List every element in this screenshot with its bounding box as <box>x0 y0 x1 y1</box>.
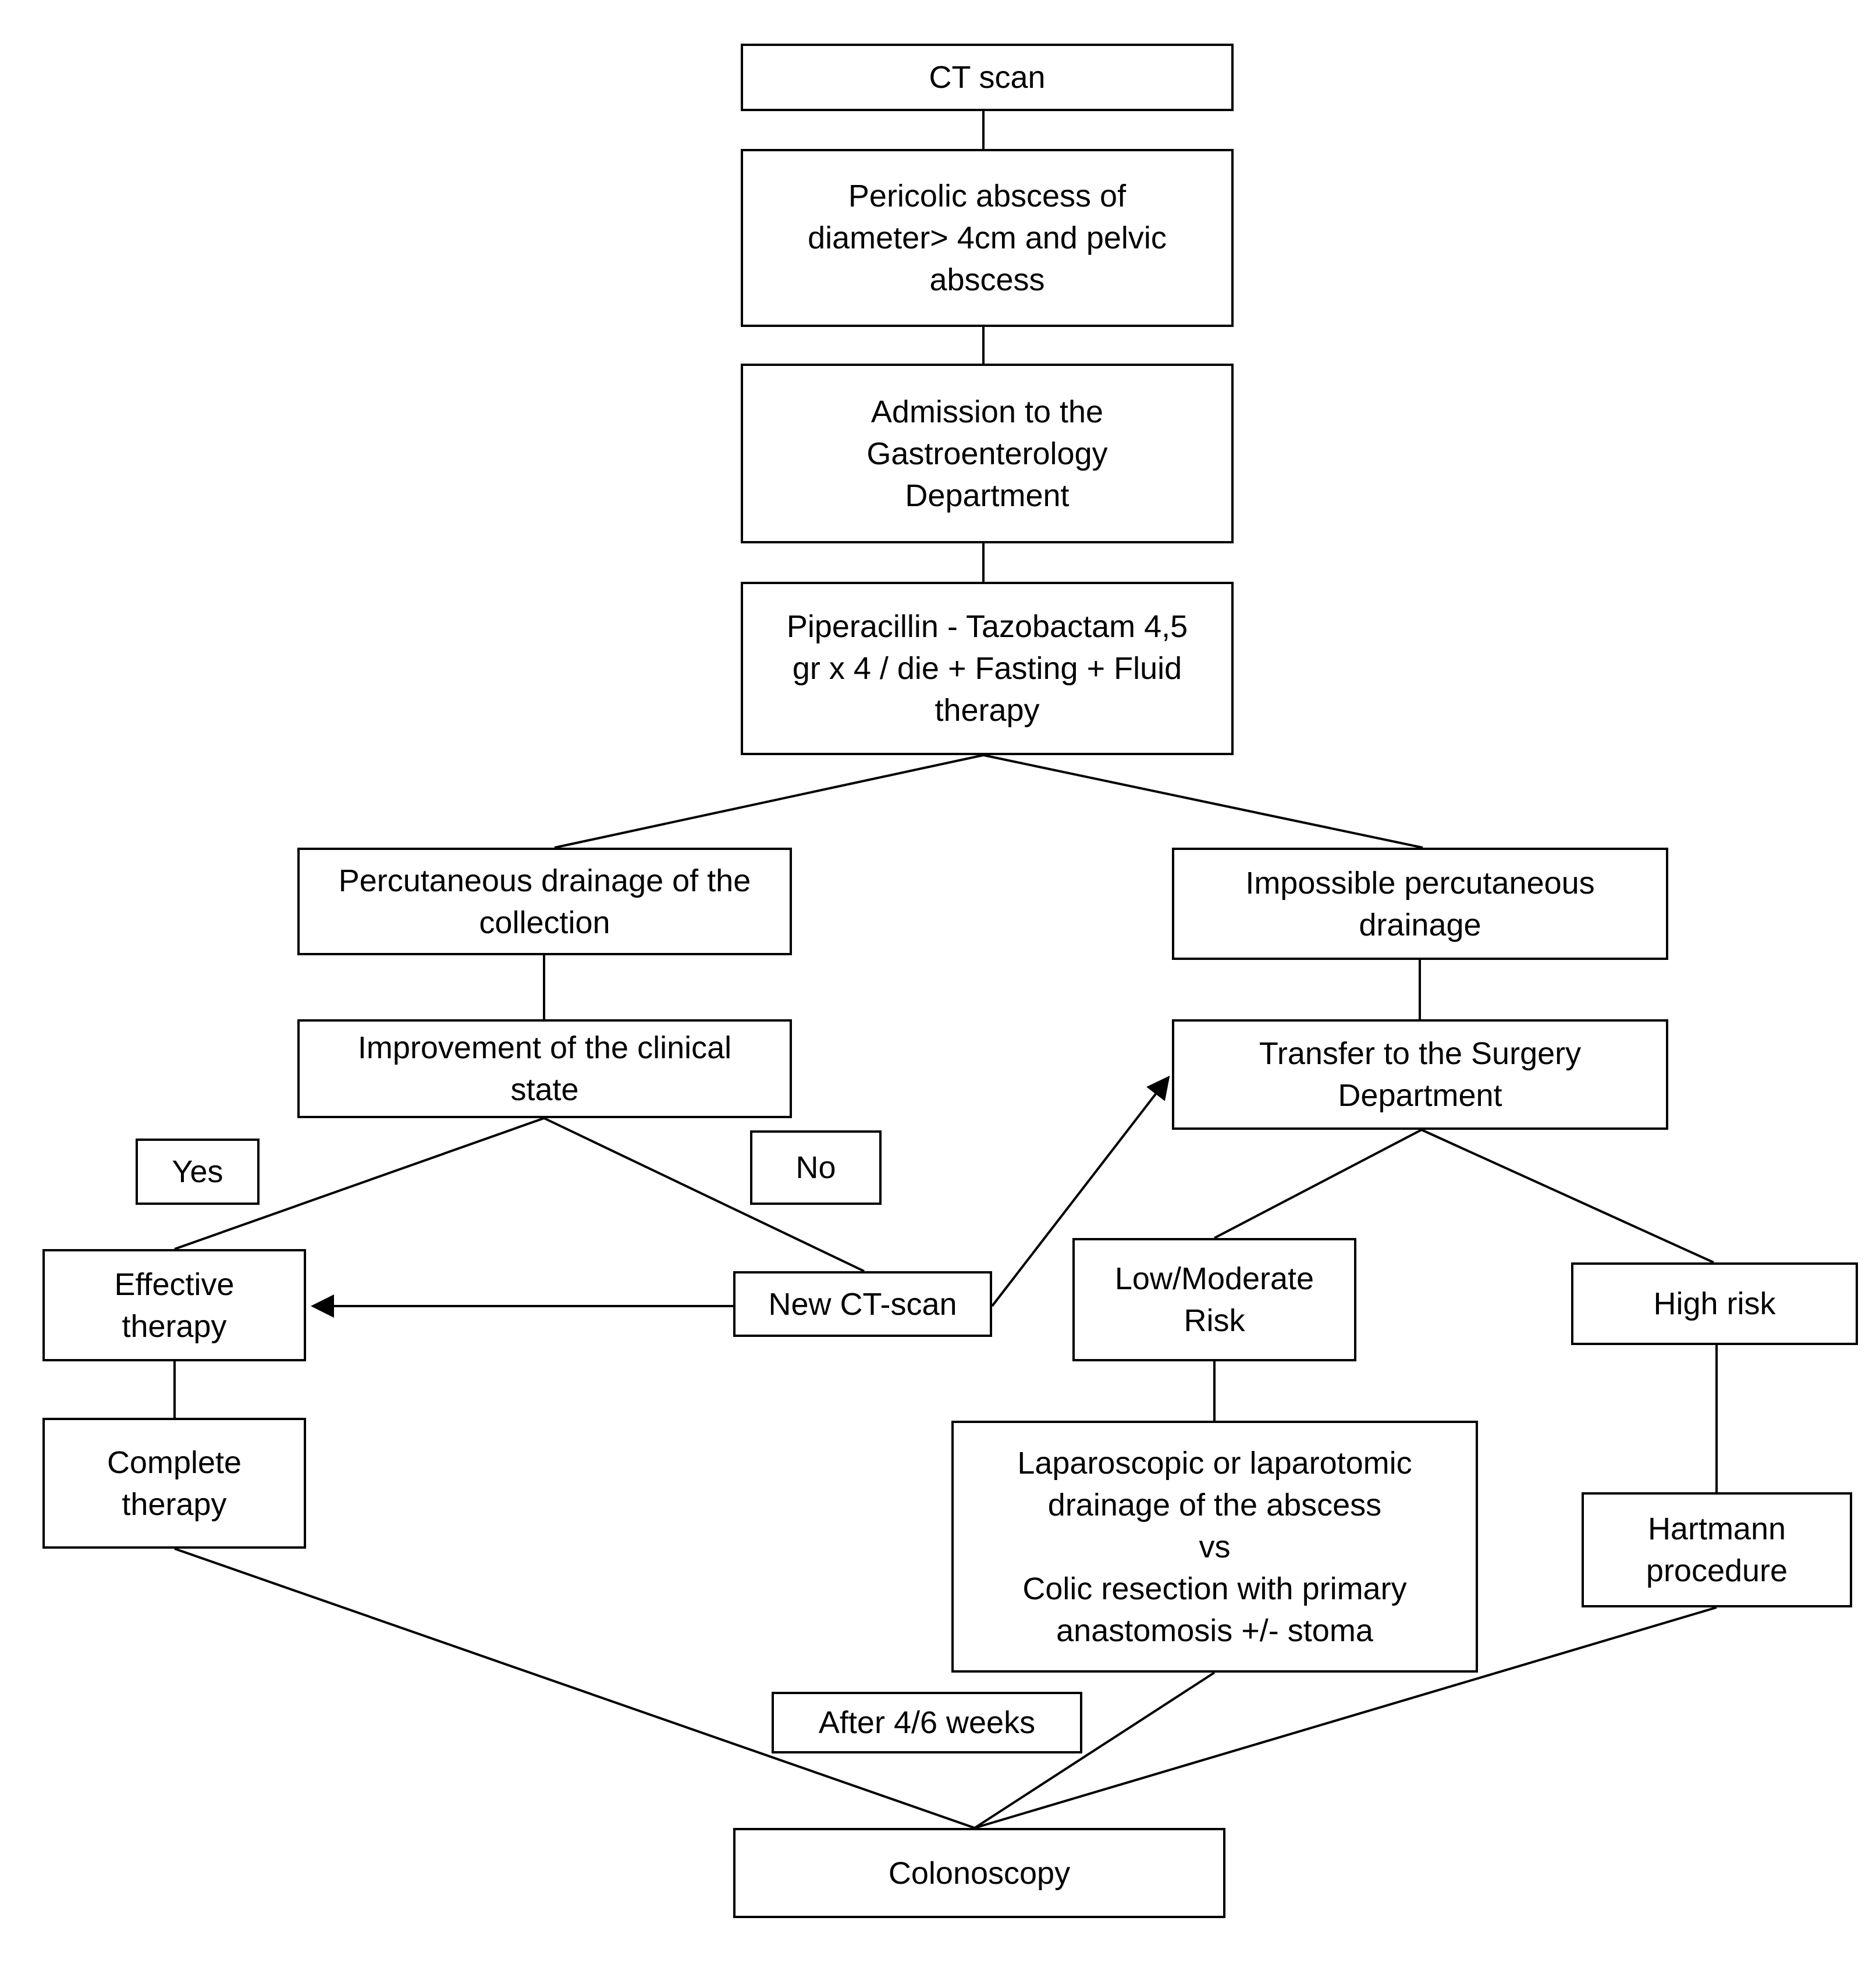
connector-laparoscopic-colonoscopy <box>973 1671 1216 1829</box>
laparoscopic-drainage-box: Laparoscopic or laparotomic drainage of … <box>951 1421 1478 1673</box>
admission-label: Admission to the Gastroenterology Depart… <box>866 394 1108 513</box>
connector-hartmann-colonoscopy <box>974 1606 1717 1829</box>
impossible-drainage-box: Impossible percutaneous drainage <box>1172 848 1668 960</box>
complete-therapy-label: Complete therapy <box>106 1445 242 1522</box>
connector-complete-colonoscopy <box>174 1548 975 1829</box>
effective-therapy-label: Effective therapy <box>114 1267 234 1344</box>
colonoscopy-box: Colonoscopy <box>733 1828 1225 1918</box>
no-label: No <box>795 1150 836 1185</box>
admission-box: Admission to the Gastroenterology Depart… <box>741 364 1234 543</box>
hartmann-procedure-box: Hartmann procedure <box>1582 1492 1852 1607</box>
percutaneous-drainage-label: Percutaneous drainage of the collection <box>338 863 751 940</box>
new-ct-scan-box: New CT-scan <box>733 1271 992 1337</box>
connector-improvement-effective <box>174 1117 545 1250</box>
effective-therapy-box: Effective therapy <box>42 1249 306 1361</box>
no-label-box: No <box>750 1130 882 1205</box>
after-weeks-label: After 4/6 weeks <box>818 1705 1036 1740</box>
after-weeks-label-box: After 4/6 weeks <box>772 1692 1082 1753</box>
low-moderate-risk-box: Low/Moderate Risk <box>1072 1238 1356 1361</box>
complete-therapy-box: Complete therapy <box>42 1418 306 1549</box>
connector-antibiotics-impossible <box>983 754 1423 849</box>
surgery-transfer-label: Transfer to the Surgery Department <box>1259 1036 1582 1113</box>
ct-scan-box: CT scan <box>741 44 1234 111</box>
connector-transfer-lowrisk <box>1214 1129 1422 1239</box>
clinical-improvement-label: Improvement of the clinical state <box>357 1030 732 1107</box>
arrow-newct-transfer <box>991 1075 1170 1307</box>
high-risk-box: High risk <box>1571 1262 1858 1345</box>
impossible-drainage-label: Impossible percutaneous drainage <box>1245 865 1595 942</box>
connector-transfer-highrisk <box>1421 1129 1714 1264</box>
new-ct-scan-label: New CT-scan <box>768 1286 957 1322</box>
high-risk-label: High risk <box>1653 1286 1776 1321</box>
low-moderate-risk-label: Low/Moderate Risk <box>1114 1261 1314 1338</box>
abscess-label: Pericolic abscess of diameter> 4cm and p… <box>808 179 1167 297</box>
laparoscopic-drainage-label: Laparoscopic or laparotomic drainage of … <box>1017 1445 1412 1648</box>
yes-label: Yes <box>172 1154 223 1189</box>
yes-label-box: Yes <box>136 1139 260 1205</box>
antibiotic-therapy-label: Piperacillin - Tazobactam 4,5 gr x 4 / d… <box>786 609 1188 728</box>
clinical-improvement-box: Improvement of the clinical state <box>297 1019 792 1118</box>
ct-scan-label: CT scan <box>929 60 1046 95</box>
connector-improvement-newct <box>543 1117 865 1272</box>
hartmann-procedure-label: Hartmann procedure <box>1646 1511 1788 1588</box>
connector-antibiotics-percutaneous <box>554 754 984 849</box>
antibiotic-therapy-box: Piperacillin - Tazobactam 4,5 gr x 4 / d… <box>741 582 1234 755</box>
colonoscopy-label: Colonoscopy <box>888 1855 1071 1891</box>
percutaneous-drainage-box: Percutaneous drainage of the collection <box>297 848 792 955</box>
abscess-box: Pericolic abscess of diameter> 4cm and p… <box>741 149 1234 327</box>
surgery-transfer-box: Transfer to the Surgery Department <box>1172 1019 1668 1130</box>
